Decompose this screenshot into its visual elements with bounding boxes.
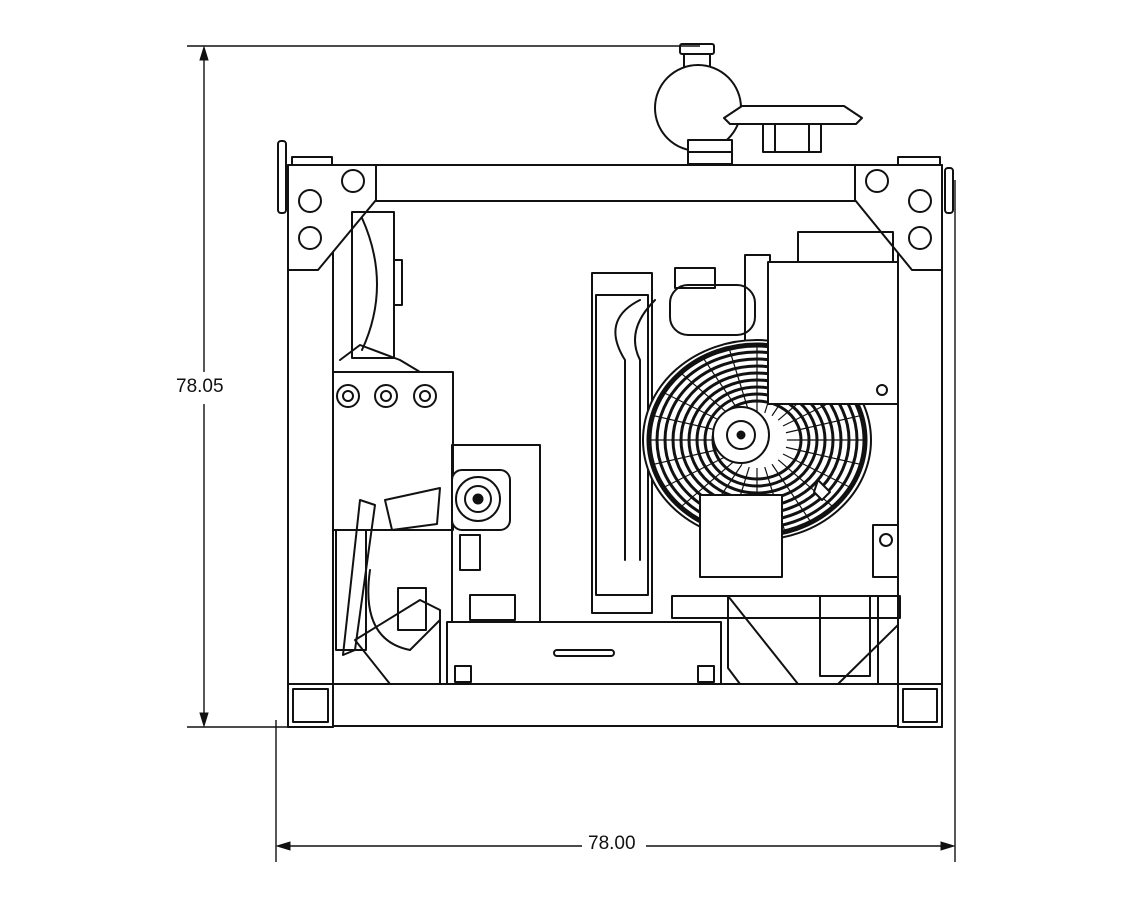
muffler: [654, 43, 742, 165]
radiator-fan: [642, 339, 872, 578]
height-dimension-label: 78.05: [173, 376, 227, 398]
air-cleaner: [767, 231, 899, 405]
rain-cap: [723, 105, 863, 153]
width-dimension: [275, 180, 956, 862]
hydraulic-valve: [339, 211, 421, 373]
control-box: [332, 371, 454, 531]
hose-reel: [335, 487, 441, 685]
right-gusset: [854, 164, 943, 271]
width-dimension-label: 78.00: [585, 833, 639, 855]
left-gusset: [287, 164, 377, 271]
engine-mounts: [671, 524, 901, 685]
pump-assembly: [451, 444, 541, 626]
fuel-tank: [446, 621, 722, 685]
height-dimension: [187, 45, 700, 728]
